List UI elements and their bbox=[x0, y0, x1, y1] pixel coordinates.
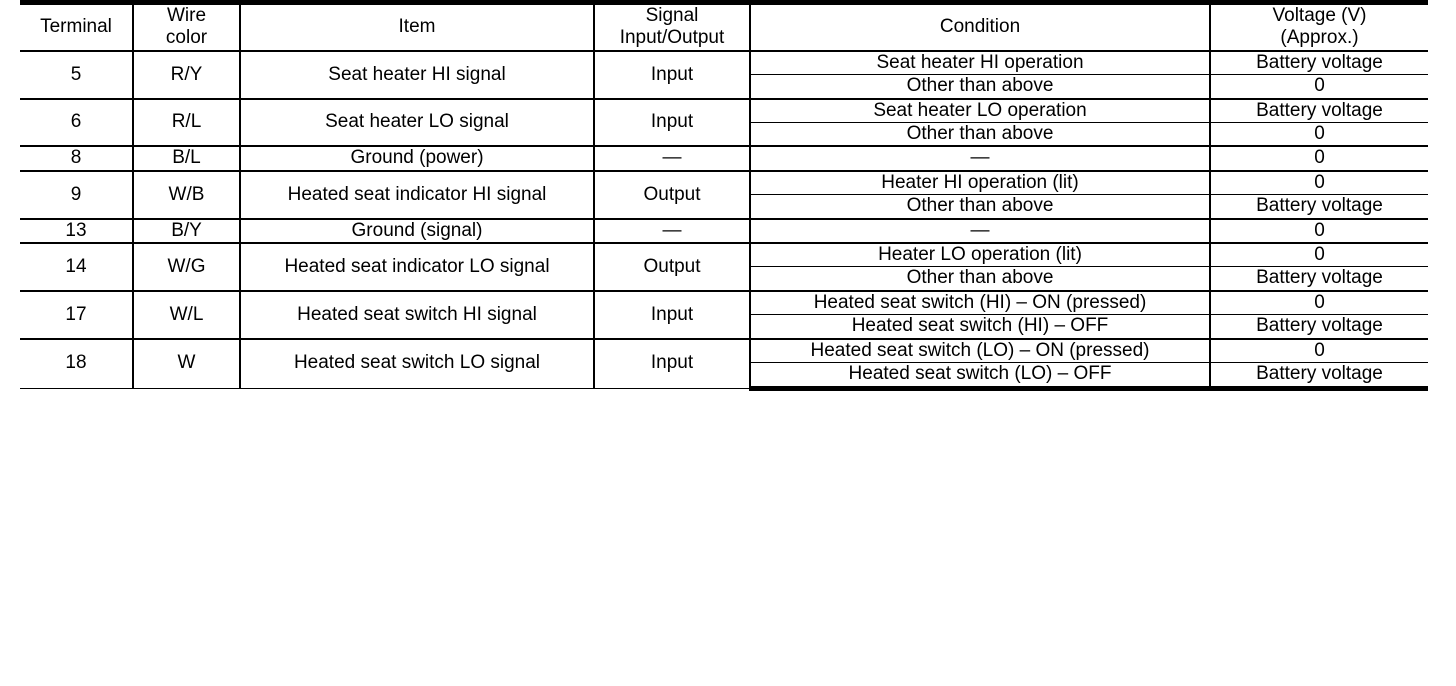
cell-signal-io: Input bbox=[593, 97, 751, 147]
cell-voltage: Battery voltage bbox=[1209, 49, 1428, 76]
cell-voltage: 0 bbox=[1209, 74, 1428, 100]
cell-condition: — bbox=[749, 217, 1211, 244]
cell-item: Heated seat indicator LO signal bbox=[239, 242, 595, 292]
cell-condition: — bbox=[749, 145, 1211, 172]
cell-voltage: 0 bbox=[1209, 217, 1428, 244]
cell-item: Heated seat switch HI signal bbox=[239, 289, 595, 340]
column-header-item: Item bbox=[239, 0, 595, 52]
cell-condition: Seat heater LO operation bbox=[749, 97, 1211, 124]
cell-item: Heated seat indicator HI signal bbox=[239, 169, 595, 220]
column-header-wire-color: Wire color bbox=[132, 0, 241, 52]
cell-condition: Heated seat switch (HI) – OFF bbox=[750, 314, 1211, 340]
cell-item: Heated seat switch LO signal bbox=[239, 337, 595, 389]
cell-condition: Heater HI operation (lit) bbox=[749, 169, 1211, 196]
cell-voltage: Battery voltage bbox=[1209, 97, 1428, 124]
cell-wire-color: W bbox=[132, 337, 241, 389]
cell-signal-io: Output bbox=[593, 242, 751, 292]
cell-wire-color: W/L bbox=[132, 289, 241, 340]
cell-wire-color: W/G bbox=[132, 242, 241, 292]
cell-terminal: 18 bbox=[20, 337, 134, 389]
cell-voltage: 0 bbox=[1209, 242, 1428, 268]
cell-terminal: 6 bbox=[20, 97, 134, 147]
cell-voltage: 0 bbox=[1209, 289, 1428, 316]
cell-terminal: 5 bbox=[20, 49, 134, 100]
cell-item: Seat heater HI signal bbox=[239, 49, 595, 100]
cell-condition: Other than above bbox=[750, 194, 1211, 220]
cell-signal-io: — bbox=[593, 145, 751, 172]
cell-signal-io: — bbox=[593, 217, 751, 244]
cell-condition: Other than above bbox=[750, 266, 1211, 292]
cell-wire-color: B/Y bbox=[132, 217, 241, 244]
cell-condition: Seat heater HI operation bbox=[749, 49, 1211, 76]
cell-condition: Other than above bbox=[750, 122, 1211, 147]
cell-voltage: 0 bbox=[1209, 169, 1428, 196]
cell-voltage: 0 bbox=[1209, 145, 1428, 172]
cell-terminal: 8 bbox=[20, 145, 134, 172]
cell-voltage: 0 bbox=[1209, 122, 1428, 147]
cell-terminal: 17 bbox=[20, 289, 134, 340]
cell-signal-io: Input bbox=[593, 337, 751, 389]
column-header-voltage: Voltage (V) (Approx.) bbox=[1209, 0, 1428, 52]
cell-signal-io: Input bbox=[593, 289, 751, 340]
cell-condition: Heater LO operation (lit) bbox=[749, 242, 1211, 268]
column-header-condition: Condition bbox=[749, 0, 1211, 52]
cell-voltage: Battery voltage bbox=[1209, 362, 1428, 391]
cell-terminal: 14 bbox=[20, 242, 134, 292]
terminal-voltage-table: Terminal Wire color Item Signal Input/Ou… bbox=[20, 0, 1428, 391]
cell-condition: Heated seat switch (LO) – OFF bbox=[750, 362, 1211, 391]
column-header-signal-io: Signal Input/Output bbox=[593, 0, 751, 52]
table-header: Terminal Wire color Item Signal Input/Ou… bbox=[20, 0, 1428, 52]
cell-signal-io: Output bbox=[593, 169, 751, 220]
column-header-terminal: Terminal bbox=[20, 0, 134, 52]
cell-wire-color: W/B bbox=[132, 169, 241, 220]
cell-item: Ground (signal) bbox=[239, 217, 595, 244]
cell-voltage: Battery voltage bbox=[1209, 266, 1428, 292]
cell-voltage: Battery voltage bbox=[1209, 314, 1428, 340]
cell-wire-color: B/L bbox=[132, 145, 241, 172]
cell-signal-io: Input bbox=[593, 49, 751, 100]
cell-condition: Heated seat switch (HI) – ON (pressed) bbox=[749, 289, 1211, 316]
header-row: Terminal Wire color Item Signal Input/Ou… bbox=[20, 0, 1428, 52]
cell-condition: Heated seat switch (LO) – ON (pressed) bbox=[749, 337, 1211, 364]
cell-condition: Other than above bbox=[750, 74, 1211, 100]
cell-item: Seat heater LO signal bbox=[239, 97, 595, 147]
cell-wire-color: R/Y bbox=[132, 49, 241, 100]
cell-terminal: 13 bbox=[20, 217, 134, 244]
cell-voltage: 0 bbox=[1209, 337, 1428, 364]
cell-terminal: 9 bbox=[20, 169, 134, 220]
cell-voltage: Battery voltage bbox=[1209, 194, 1428, 220]
cell-wire-color: R/L bbox=[132, 97, 241, 147]
cell-item: Ground (power) bbox=[239, 145, 595, 172]
